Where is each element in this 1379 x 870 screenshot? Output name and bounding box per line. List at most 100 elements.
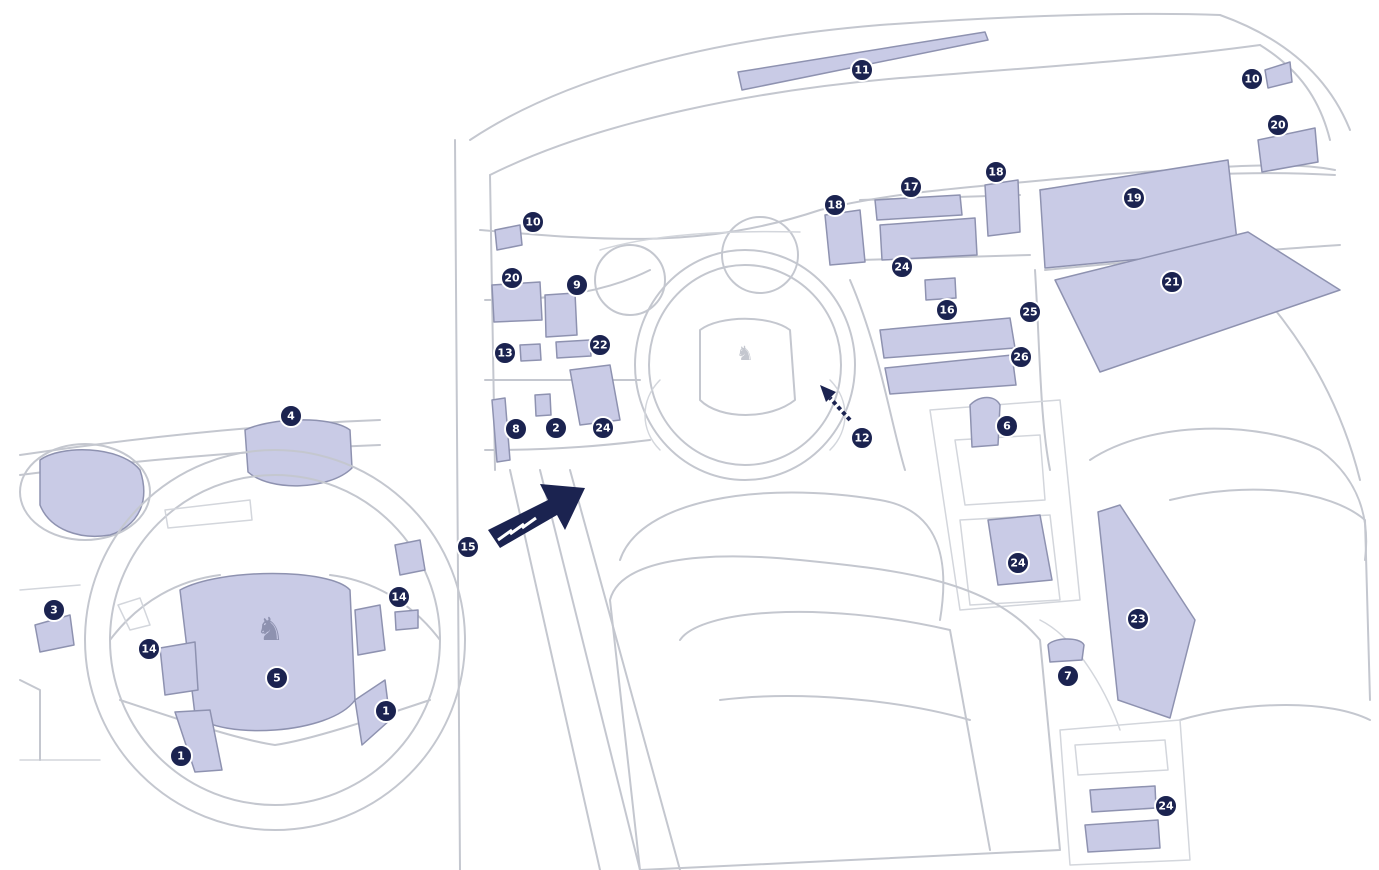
callout-marker: 13 bbox=[494, 342, 516, 364]
svg-text:5: 5 bbox=[273, 672, 281, 685]
svg-text:26: 26 bbox=[1013, 351, 1029, 364]
svg-text:22: 22 bbox=[592, 339, 607, 352]
svg-text:24: 24 bbox=[894, 261, 910, 274]
svg-text:10: 10 bbox=[1244, 73, 1260, 86]
callout-marker: 19 bbox=[1123, 187, 1145, 209]
svg-text:24: 24 bbox=[595, 422, 611, 435]
svg-text:19: 19 bbox=[1126, 192, 1141, 205]
callout-marker: 3 bbox=[43, 599, 65, 621]
mirror-switch bbox=[556, 340, 591, 358]
stalk-top-right bbox=[395, 540, 425, 575]
right-controls bbox=[355, 605, 385, 655]
callout-marker: 26 bbox=[1010, 346, 1032, 368]
left-side-vent bbox=[495, 225, 522, 250]
callout-marker: 23 bbox=[1127, 608, 1149, 630]
callout-marker: 14 bbox=[388, 586, 410, 608]
svg-text:24: 24 bbox=[1158, 800, 1174, 813]
audio-panel bbox=[880, 318, 1015, 358]
svg-text:25: 25 bbox=[1022, 306, 1037, 319]
svg-text:12: 12 bbox=[854, 432, 869, 445]
left-controls bbox=[160, 642, 198, 695]
callout-marker: 14 bbox=[138, 638, 160, 660]
left-gauge bbox=[40, 450, 144, 536]
lower-panel bbox=[570, 365, 620, 425]
rear-vent-1 bbox=[1090, 786, 1156, 812]
svg-text:9: 9 bbox=[573, 279, 581, 292]
svg-text:8: 8 bbox=[512, 423, 520, 436]
callout-marker: 18 bbox=[824, 194, 846, 216]
callout-marker: 7 bbox=[1057, 665, 1079, 687]
lion-logo-icon: ♞ bbox=[256, 610, 285, 648]
right-vent bbox=[1258, 128, 1318, 172]
centre-vent-right bbox=[985, 180, 1020, 236]
svg-text:18: 18 bbox=[827, 199, 842, 212]
svg-text:15: 15 bbox=[460, 541, 475, 554]
callout-marker: 15 bbox=[457, 536, 479, 558]
callout-marker: 11 bbox=[851, 59, 873, 81]
svg-text:20: 20 bbox=[1270, 119, 1286, 132]
callout-marker: 21 bbox=[1161, 271, 1183, 293]
svg-text:16: 16 bbox=[939, 304, 955, 317]
airbag-centre bbox=[180, 574, 355, 731]
centre-vent-left bbox=[825, 210, 865, 265]
callout-marker: 12 bbox=[851, 427, 873, 449]
climate-panel bbox=[885, 355, 1016, 394]
callout-marker: 20 bbox=[501, 267, 523, 289]
callout-marker: 4 bbox=[280, 405, 302, 427]
svg-text:6: 6 bbox=[1003, 420, 1011, 433]
display-screen bbox=[880, 218, 977, 260]
callout-marker: 24 bbox=[891, 256, 913, 278]
lighting-knob bbox=[520, 344, 541, 361]
callout-marker: 18 bbox=[985, 161, 1007, 183]
callout-marker: 24 bbox=[1155, 795, 1177, 817]
cup-holder bbox=[1048, 639, 1084, 662]
switch-2 bbox=[535, 394, 551, 416]
dashboard-outline: ♞ bbox=[455, 14, 1370, 870]
svg-text:13: 13 bbox=[497, 347, 512, 360]
large-arrow-icon bbox=[488, 484, 585, 548]
svg-text:10: 10 bbox=[525, 216, 541, 229]
lion-logo-icon: ♞ bbox=[736, 341, 754, 365]
hazard-panel bbox=[925, 278, 956, 300]
highlighted-components bbox=[492, 32, 1340, 852]
fuse-panel bbox=[545, 293, 577, 337]
callout-marker: 1 bbox=[170, 745, 192, 767]
gear-lever bbox=[970, 398, 1000, 448]
callout-marker: 6 bbox=[996, 415, 1018, 437]
callout-marker: 22 bbox=[589, 334, 611, 356]
svg-text:14: 14 bbox=[391, 591, 407, 604]
right-switch bbox=[395, 610, 418, 630]
svg-text:7: 7 bbox=[1064, 670, 1072, 683]
callout-marker: 24 bbox=[1007, 552, 1029, 574]
callout-marker: 9 bbox=[566, 274, 588, 296]
callout-marker: 2 bbox=[545, 417, 567, 439]
svg-text:1: 1 bbox=[177, 750, 185, 763]
callout-marker: 20 bbox=[1267, 114, 1289, 136]
svg-text:1: 1 bbox=[382, 705, 390, 718]
callout-marker: 16 bbox=[936, 299, 958, 321]
svg-text:4: 4 bbox=[287, 410, 295, 423]
svg-text:14: 14 bbox=[141, 643, 157, 656]
svg-text:20: 20 bbox=[504, 272, 520, 285]
callout-marker: 24 bbox=[592, 417, 614, 439]
svg-text:3: 3 bbox=[50, 604, 58, 617]
display-top bbox=[875, 195, 962, 220]
callout-marker: 25 bbox=[1019, 301, 1041, 323]
svg-text:2: 2 bbox=[552, 422, 560, 435]
callout-marker: 1 bbox=[375, 700, 397, 722]
right-side-vent bbox=[1265, 62, 1292, 88]
svg-text:23: 23 bbox=[1130, 613, 1145, 626]
callout-marker: 8 bbox=[505, 418, 527, 440]
callout-marker: 5 bbox=[266, 667, 288, 689]
rear-vent-2 bbox=[1085, 820, 1160, 852]
svg-text:24: 24 bbox=[1010, 557, 1026, 570]
callout-marker: 10 bbox=[522, 211, 544, 233]
steering-wheel-zoom: ♞ bbox=[20, 420, 465, 830]
svg-text:11: 11 bbox=[854, 64, 869, 77]
svg-text:21: 21 bbox=[1164, 276, 1179, 289]
callout-marker: 10 bbox=[1241, 68, 1263, 90]
callout-marker: 17 bbox=[900, 176, 922, 198]
svg-text:18: 18 bbox=[988, 166, 1003, 179]
svg-text:17: 17 bbox=[903, 181, 918, 194]
